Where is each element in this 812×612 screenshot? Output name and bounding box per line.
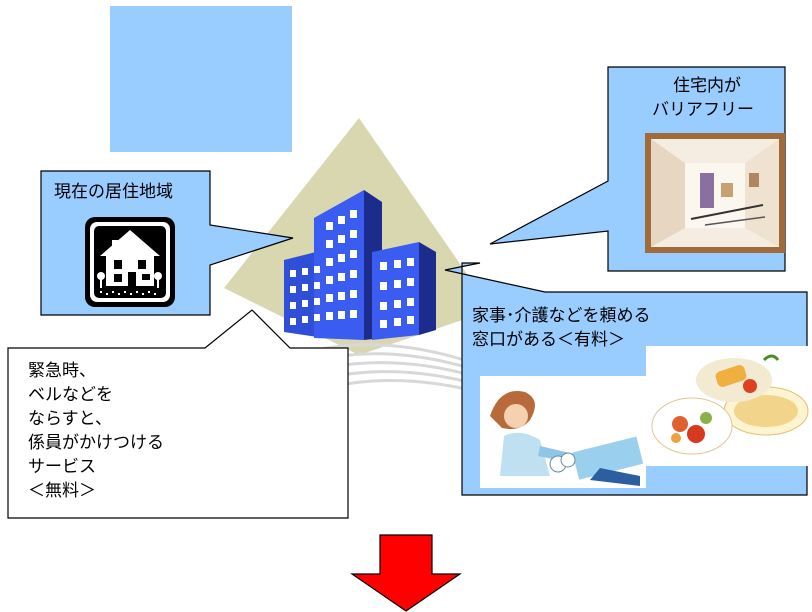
caregiver-illustration [480, 376, 646, 488]
meal-plate-illustration [646, 346, 810, 466]
emergency-line4: 係員がかけつける [28, 433, 164, 453]
housework-line1: 家事･介護などを頼める [472, 306, 651, 326]
barrier-free-room-photo [645, 133, 785, 253]
barrier-free-line2: バリアフリー [652, 100, 754, 120]
down-arrow-icon [350, 534, 462, 612]
housework-line2: 窓口がある＜有料＞ [472, 330, 625, 350]
emergency-line6: ＜無料＞ [28, 481, 96, 501]
residence-callout-title: 現在の居住地域 [54, 182, 173, 202]
emergency-line5: サービス [28, 457, 96, 477]
emergency-callout [7, 309, 349, 519]
emergency-line3: ならすと、 [28, 409, 112, 429]
blank-panel [110, 6, 292, 152]
emergency-line2: ベルなどを [28, 385, 113, 405]
emergency-line1: 緊急時、 [28, 361, 96, 381]
barrier-free-line1: 住宅内が [673, 76, 741, 96]
house-icon [85, 217, 175, 307]
